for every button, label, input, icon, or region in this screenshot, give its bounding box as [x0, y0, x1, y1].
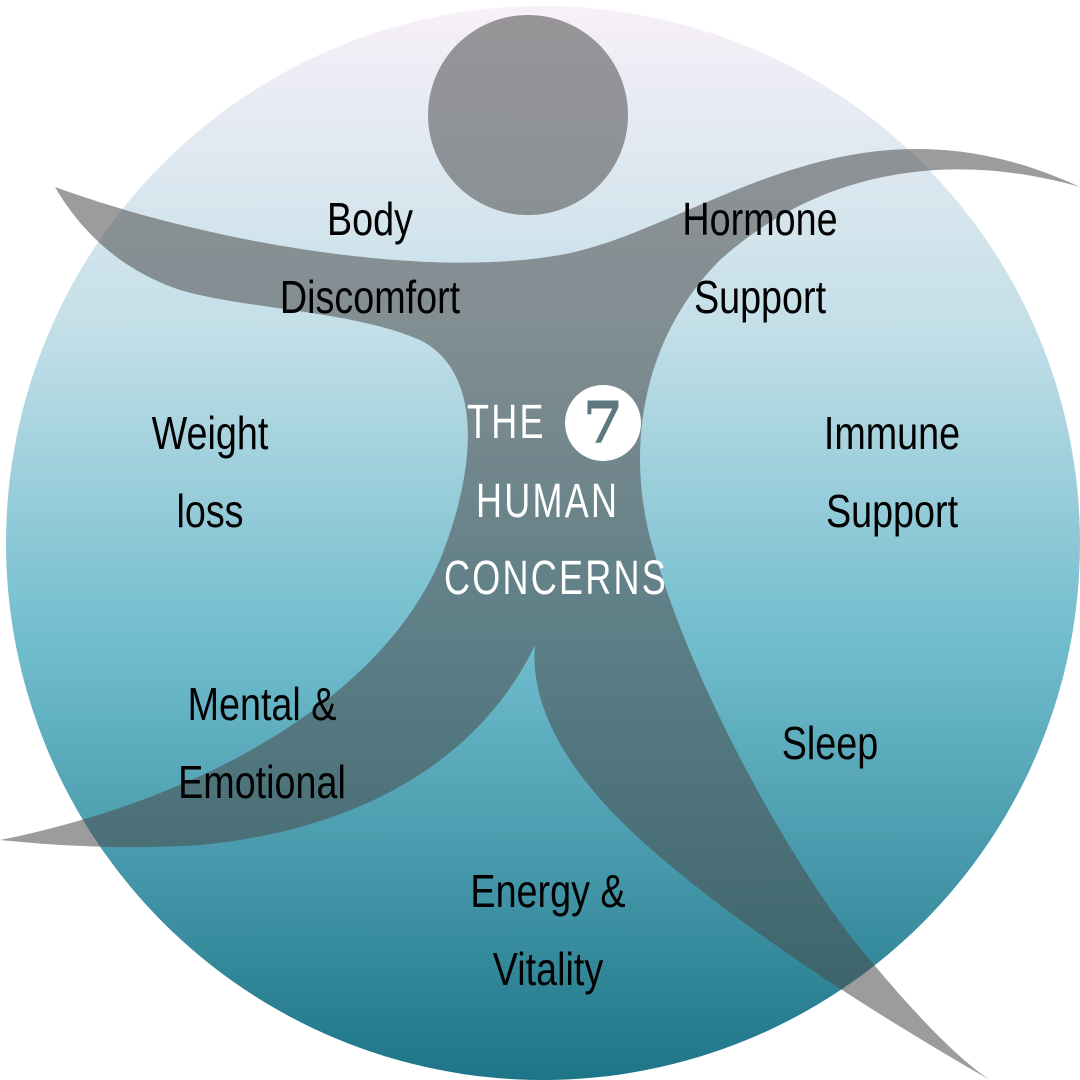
concern-line: Body: [327, 193, 413, 245]
concern-line: Mental &: [187, 678, 337, 730]
concern-line: Support: [693, 271, 827, 323]
concern-mental-emotional: Mental & Emotional: [139, 665, 385, 821]
concern-line: Support: [825, 485, 959, 537]
figure-head: [428, 15, 628, 215]
concern-sleep: Sleep: [707, 704, 953, 782]
concern-immune-support: Immune Support: [769, 394, 1015, 550]
concern-line: Vitality: [492, 943, 604, 995]
figure-body: [0, 149, 1080, 1080]
concern-line: loss: [176, 485, 244, 537]
concern-weight-loss: Weight loss: [87, 394, 333, 550]
concern-energy-vitality: Energy & Vitality: [425, 852, 671, 1008]
title-concerns: CONCERNS: [444, 552, 669, 605]
concern-line: Immune: [823, 407, 961, 459]
concern-hormone-support: Hormone Support: [637, 180, 883, 336]
human-figure-icon: [0, 15, 1080, 1080]
concern-line: Emotional: [178, 756, 346, 808]
concern-line: Sleep: [781, 717, 879, 769]
title-human: HUMAN: [476, 475, 620, 528]
concern-body-discomfort: Body Discomfort: [247, 180, 493, 336]
concern-line: Hormone: [682, 193, 838, 245]
concern-line: Weight: [151, 407, 269, 459]
concern-line: Energy &: [470, 865, 626, 917]
title-the: THE: [467, 396, 546, 449]
concern-line: Discomfort: [279, 271, 461, 323]
number-seven-badge: 7: [565, 385, 641, 461]
